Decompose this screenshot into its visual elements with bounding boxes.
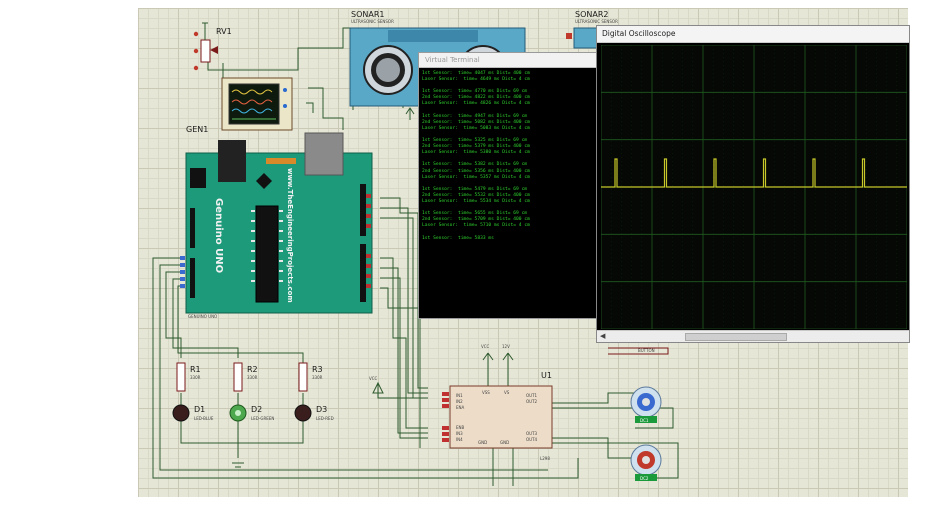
pin-vs: VS: [504, 390, 510, 395]
button-label: BUTTON: [638, 348, 655, 353]
ground-symbol: [232, 462, 244, 468]
pin-out2: OUT2: [526, 399, 538, 404]
pin-ena: ENA: [456, 405, 465, 410]
motor-driver-u1[interactable]: U1 L298 IN1 IN2 ENA ENB IN3 IN4 VSS VS O…: [442, 371, 553, 461]
d1-part: LED-BLUE: [194, 416, 214, 421]
push-button[interactable]: BUTTON: [608, 347, 669, 355]
terminal-line: 2nd Sensor: time= 5532 ms Dist= 400 cm: [422, 192, 530, 198]
pin-in3: IN3: [456, 431, 463, 436]
r1-label: R1: [190, 365, 201, 374]
oscilloscope-scrollbar[interactable]: ◀: [597, 330, 909, 342]
terminal-line: 2nd Sensor: time= 5356 ms Dist= 400 cm: [422, 168, 530, 174]
terminal-line: Laser Sensor: time= 4649 ms Dist= 4 cm: [422, 77, 530, 83]
arduino-site: www.TheEngineeringProjects.com: [286, 168, 294, 303]
virtual-terminal-title[interactable]: Virtual Terminal: [419, 53, 599, 68]
resistor-r1[interactable]: R1 330R: [176, 362, 201, 392]
12v-symbol-top: 12V: [502, 344, 514, 361]
resistor-r2[interactable]: R2 330R: [233, 362, 258, 392]
pin-out4: OUT4: [526, 437, 538, 442]
r3-label: R3: [312, 365, 323, 374]
gen1-label: GEN1: [186, 125, 208, 134]
pin-enb: ENB: [456, 425, 465, 430]
terminal-line: 1st Sensor: time= 5325 ms Dist= 69 cm: [422, 138, 528, 144]
pin-gnd-2: GND: [500, 440, 509, 445]
scroll-left-icon[interactable]: ◀: [600, 332, 606, 340]
terminal-line: 2nd Sensor: time= 4822 ms Dist= 400 cm: [422, 95, 530, 101]
terminal-line: 1st Sensor: time= 4047 ms Dist= 400 cm: [422, 71, 530, 76]
signal-generator[interactable]: GEN1: [186, 77, 293, 134]
d1-label: D1: [194, 405, 205, 414]
oscilloscope-screen[interactable]: [600, 44, 908, 330]
pin-out1: OUT1: [526, 393, 538, 398]
pulse-trace: [601, 158, 907, 188]
r1-value: 330R: [190, 375, 201, 380]
d3-label: D3: [316, 405, 327, 414]
oscilloscope-window[interactable]: Digital Oscilloscope ◀: [596, 25, 910, 343]
dc-motor-2-label: DC2: [640, 476, 649, 481]
terminal-line: 2nd Sensor: time= 5082 ms Dist= 400 cm: [422, 119, 530, 125]
terminal-line: 1st Sensor: time= 4770 ms Dist= 69 cm: [422, 89, 528, 95]
d3-part: LED-RED: [316, 416, 334, 421]
sonar1-desc: ULTRASONIC SENSOR: [351, 19, 394, 24]
pin-in2: IN2: [456, 399, 463, 404]
terminal-line: 1st Sensor: time= 5833 ms: [422, 235, 494, 241]
terminal-line: Laser Sensor: time= 5357 ms Dist= 4 cm: [422, 174, 530, 180]
resistor-r3[interactable]: R3 330R: [298, 362, 323, 392]
12v-label-top: 12V: [502, 344, 510, 349]
vcc-label-left: VCC: [369, 376, 378, 381]
pin-in1: IN1: [456, 393, 463, 398]
terminal-line: 1st Sensor: time= 5382 ms Dist= 69 cm: [422, 162, 528, 168]
d2-label: D2: [251, 405, 262, 414]
terminal-line: 1st Sensor: time= 4947 ms Dist= 69 cm: [422, 113, 528, 119]
pin-in4: IN4: [456, 437, 463, 442]
terminal-line: Laser Sensor: time= 4826 ms Dist= 4 cm: [422, 101, 530, 107]
arduino-board[interactable]: Genuino UNO www.TheEngineeringProjects.c…: [180, 132, 373, 319]
arduino-brand: Genuino UNO: [213, 198, 224, 273]
led-d2[interactable]: D2 LED-GREEN: [229, 404, 274, 422]
u1-label: U1: [541, 371, 552, 380]
schematic-drawing[interactable]: RV1 GEN1 SONAR1 ULTRASONIC SENSOR: [138, 8, 908, 497]
virtual-terminal-window[interactable]: Virtual Terminal 1st Sensor: time= 4047 …: [418, 52, 600, 319]
u1-part: L298: [540, 456, 550, 461]
vcc-symbol-top: VCC: [481, 344, 494, 361]
pin-vss: VSS: [482, 390, 490, 395]
vcc-label-top: VCC: [481, 344, 490, 349]
d2-part: LED-GREEN: [251, 416, 274, 421]
terminal-line: 1st Sensor: time= 5655 ms Dist= 69 cm: [422, 211, 528, 217]
sonar1-label: SONAR1: [351, 10, 384, 19]
terminal-line: 1st Sensor: time= 5479 ms Dist= 69 cm: [422, 186, 528, 192]
led-d1[interactable]: D1 LED-BLUE: [172, 404, 214, 422]
led-d3[interactable]: D3 LED-RED: [294, 404, 334, 422]
sonar2-label: SONAR2: [575, 10, 608, 19]
rv1-label: RV1: [216, 27, 232, 36]
arduino-part: GENUINO UNO: [188, 314, 217, 319]
r3-value: 330R: [312, 375, 323, 380]
oscilloscope-title[interactable]: Digital Oscilloscope: [597, 26, 909, 43]
oscilloscope-graticule: [600, 44, 908, 330]
dc-motor-1[interactable]: DC1: [630, 386, 662, 423]
sonar2-desc: ULTRASONIC SENSOR: [575, 19, 618, 24]
pin-gnd-1: GND: [478, 440, 487, 445]
dc-motor-2[interactable]: DC2: [630, 444, 662, 481]
vcc-symbol-left: VCC: [369, 376, 384, 394]
terminal-line: 2nd Sensor: time= 5709 ms Dist= 400 cm: [422, 217, 530, 223]
terminal-line: Laser Sensor: time= 5380 ms Dist= 4 cm: [422, 150, 530, 156]
terminal-line: Laser Sensor: time= 5710 ms Dist= 4 cm: [422, 223, 530, 229]
terminal-line: Laser Sensor: time= 5083 ms Dist= 4 cm: [422, 125, 530, 131]
terminal-line: 2nd Sensor: time= 5379 ms Dist= 400 cm: [422, 144, 530, 150]
potentiometer-rv1[interactable]: RV1: [193, 22, 232, 71]
r2-label: R2: [247, 365, 258, 374]
scrollbar-thumb[interactable]: [685, 333, 787, 341]
r2-value: 330R: [247, 375, 258, 380]
dc-motor-1-label: DC1: [640, 418, 649, 423]
terminal-line: Laser Sensor: time= 5534 ms Dist= 4 cm: [422, 198, 530, 204]
pin-out3: OUT3: [526, 431, 538, 436]
